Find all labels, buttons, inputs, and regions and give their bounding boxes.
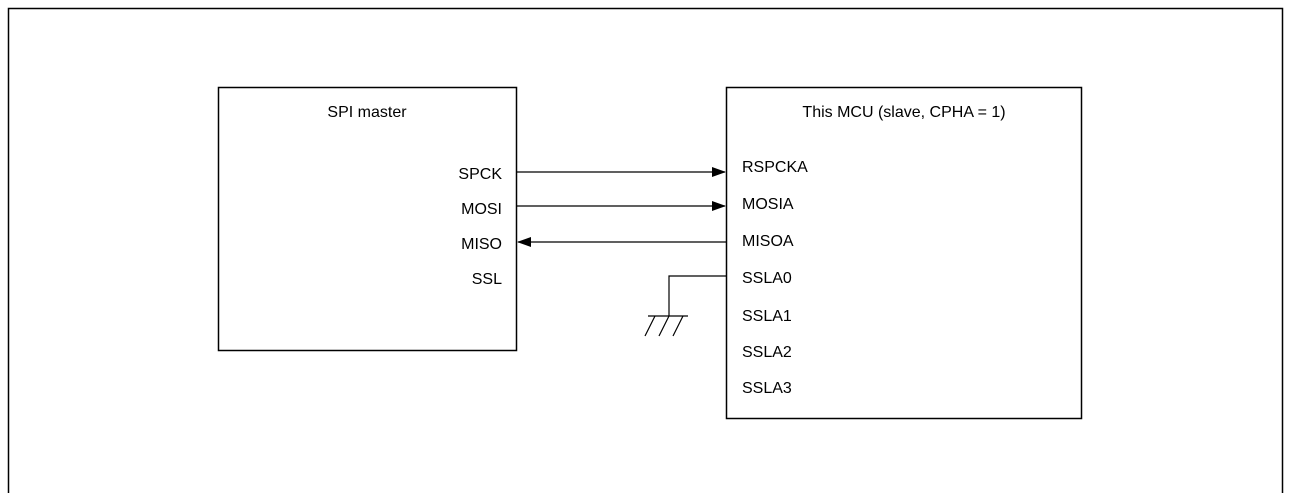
slave-pin-ssla2: SSLA2 bbox=[742, 344, 792, 361]
slave-pin-misoa: MISOA bbox=[742, 233, 794, 250]
master-pin-ssl: SSL bbox=[472, 271, 502, 288]
master-pin-miso: MISO bbox=[461, 236, 502, 253]
spi-master-block: SPI master SPCK MOSI MISO SSL bbox=[217, 86, 518, 352]
slave-mcu-block: This MCU (slave, CPHA = 1) RSPCKA MOSIA … bbox=[725, 86, 1083, 420]
ground-hatch-1 bbox=[644, 315, 656, 337]
master-pin-mosi: MOSI bbox=[461, 201, 502, 218]
master-pin-spck: SPCK bbox=[458, 166, 502, 183]
slave-mcu-box bbox=[725, 86, 1083, 420]
slave-pin-mosia: MOSIA bbox=[742, 196, 794, 213]
ground-symbol-icon bbox=[644, 275, 726, 337]
spi-master-title: SPI master bbox=[327, 104, 407, 121]
ssla0-ground-wire bbox=[668, 275, 726, 316]
spi-master-box bbox=[217, 86, 518, 352]
slave-pin-rspcka: RSPCKA bbox=[742, 159, 808, 176]
ground-hatch-2 bbox=[658, 315, 670, 337]
slave-pin-ssla3: SSLA3 bbox=[742, 380, 792, 397]
slave-mcu-title: This MCU (slave, CPHA = 1) bbox=[802, 104, 1005, 121]
figure-frame bbox=[7, 7, 1284, 493]
slave-pin-ssla0: SSLA0 bbox=[742, 270, 792, 287]
ground-hatch-3 bbox=[672, 315, 684, 337]
slave-pin-ssla1: SSLA1 bbox=[742, 308, 792, 325]
